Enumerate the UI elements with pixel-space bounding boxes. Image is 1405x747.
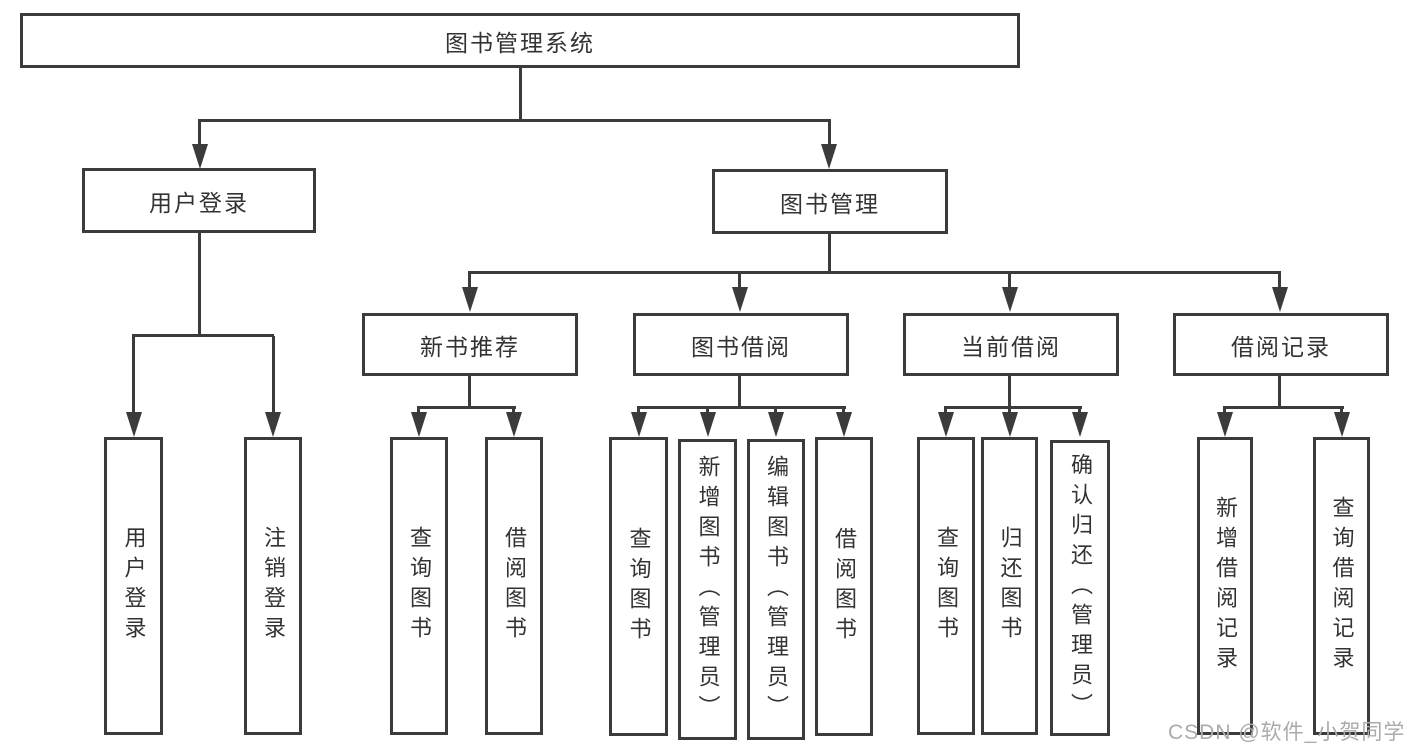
arrow-down-icon <box>265 412 281 437</box>
connector-line <box>468 271 1281 274</box>
leaf-add-book-admin: 新增图书（管理员） <box>678 439 737 740</box>
node-label: 借阅图书 <box>832 526 857 647</box>
arrow-down-icon <box>1334 412 1350 437</box>
leaf-query-book-3: 查询图书 <box>917 437 975 735</box>
node-label: 查询图书 <box>407 526 432 646</box>
connector-line <box>828 234 831 272</box>
arrow-down-icon <box>732 287 748 312</box>
connector-line <box>417 406 516 409</box>
connector-line <box>1223 406 1344 409</box>
leaf-logout: 注销登录 <box>244 437 302 735</box>
leaf-borrow-book-1: 借阅图书 <box>485 437 543 735</box>
node-label: 查询图书 <box>934 526 959 646</box>
connector-line <box>132 336 135 412</box>
arrow-down-icon <box>1002 287 1018 312</box>
node-label: 新增图书（管理员） <box>695 454 721 725</box>
node-current-borrow: 当前借阅 <box>903 313 1119 376</box>
connector-line <box>1278 376 1281 408</box>
arrow-down-icon <box>821 144 837 169</box>
leaf-query-book-1: 查询图书 <box>390 437 448 735</box>
leaf-query-borrow-record: 查询借阅记录 <box>1313 437 1370 735</box>
node-label: 借阅图书 <box>502 526 527 646</box>
node-label: 归还图书 <box>997 526 1023 646</box>
node-borrow-records: 借阅记录 <box>1173 313 1389 376</box>
node-label: 查询借阅记录 <box>1329 496 1355 676</box>
connector-line <box>272 336 275 412</box>
node-label: 查询图书 <box>626 526 652 647</box>
node-label: 用户登录 <box>121 526 147 646</box>
node-label: 用户登录 <box>149 189 249 216</box>
arrow-down-icon <box>938 412 954 437</box>
node-label: 确认归还（管理员） <box>1068 453 1093 723</box>
leaf-add-borrow-record: 新增借阅记录 <box>1197 437 1253 735</box>
leaf-confirm-return-admin: 确认归还（管理员） <box>1050 440 1110 736</box>
arrow-down-icon <box>411 412 427 437</box>
node-label: 新增借阅记录 <box>1213 496 1238 676</box>
arrow-down-icon <box>768 412 784 437</box>
connector-line <box>828 121 831 149</box>
connector-line <box>738 376 741 408</box>
leaf-borrow-book-2: 借阅图书 <box>815 437 873 736</box>
connector-line <box>132 334 274 337</box>
arrow-down-icon <box>1217 412 1233 437</box>
node-label: 当前借阅 <box>961 333 1061 360</box>
node-label: 图书管理 <box>780 190 880 217</box>
connector-line <box>519 68 522 120</box>
node-label: 图书管理系统 <box>445 29 595 56</box>
arrow-down-icon <box>700 412 716 437</box>
arrow-down-icon <box>836 412 852 437</box>
leaf-edit-book-admin: 编辑图书（管理员） <box>747 439 805 740</box>
csdn-watermark: CSDN @软件_小贺同学 <box>1168 721 1405 744</box>
connector-line <box>198 121 201 149</box>
connector-line <box>198 119 831 122</box>
leaf-query-book-2: 查询图书 <box>609 437 668 736</box>
connector-line <box>637 406 846 409</box>
arrow-down-icon <box>1072 412 1088 437</box>
node-label: 图书借阅 <box>691 333 791 360</box>
connector-line <box>1008 273 1011 291</box>
node-user-login: 用户登录 <box>82 168 316 233</box>
arrow-down-icon <box>506 412 522 437</box>
connector-line <box>468 376 471 408</box>
connector-line <box>738 273 741 291</box>
connector-line <box>468 273 471 291</box>
node-new-book-recommend: 新书推荐 <box>362 313 578 376</box>
connector-line <box>944 406 1082 409</box>
arrow-down-icon <box>631 412 647 437</box>
connector-line <box>1278 273 1281 291</box>
node-root-library-system: 图书管理系统 <box>20 13 1020 68</box>
arrow-down-icon <box>126 412 142 437</box>
leaf-return-book: 归还图书 <box>981 437 1038 735</box>
arrow-down-icon <box>192 144 208 169</box>
node-label: 注销登录 <box>261 526 286 646</box>
arrow-down-icon <box>462 287 478 312</box>
arrow-down-icon <box>1272 287 1288 312</box>
node-label: 借阅记录 <box>1231 333 1331 360</box>
connector-line <box>198 233 201 335</box>
node-label: 编辑图书（管理员） <box>764 454 789 725</box>
node-book-management: 图书管理 <box>712 169 948 234</box>
node-book-borrow: 图书借阅 <box>633 313 849 376</box>
node-label: 新书推荐 <box>420 333 520 360</box>
connector-line <box>1008 376 1011 408</box>
arrow-down-icon <box>1002 412 1018 437</box>
leaf-user-login: 用户登录 <box>104 437 163 735</box>
